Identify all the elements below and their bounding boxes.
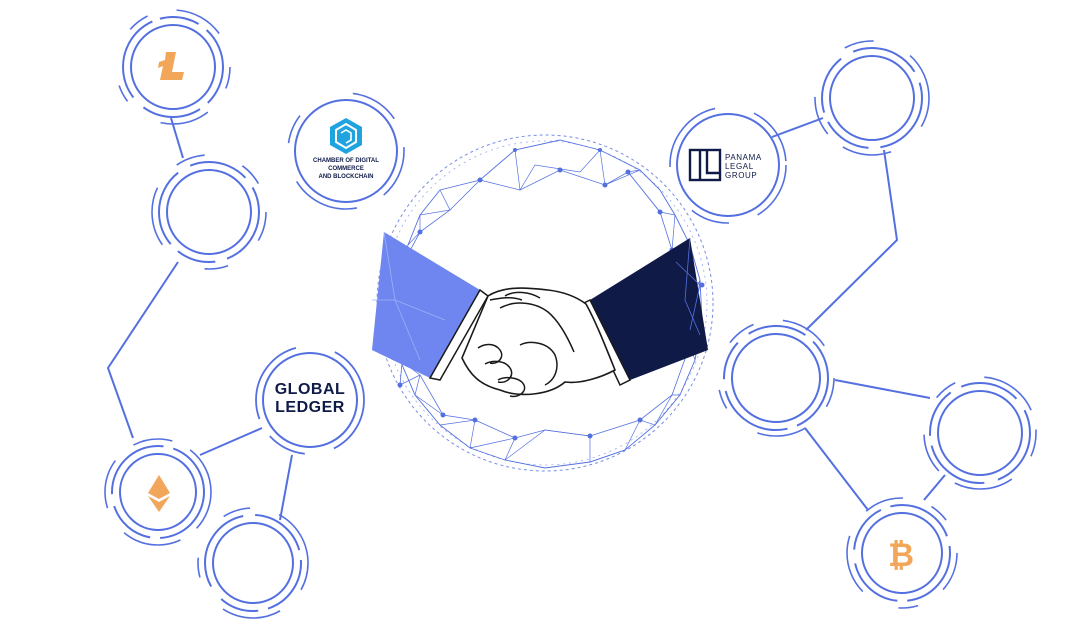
global-ledger-line1: GLOBAL <box>274 381 346 398</box>
connector-line <box>771 117 824 138</box>
ring-node-panama <box>669 106 787 224</box>
ring-node-empty <box>151 154 267 270</box>
litecoin-icon <box>158 52 184 80</box>
chamber-logo-icon <box>330 118 362 154</box>
panama-logo-icon <box>688 148 722 182</box>
panama-logo-text: PANAMA LEGAL GROUP <box>725 153 775 180</box>
connector-line <box>805 149 899 331</box>
ring-node-bitcoin <box>846 497 958 609</box>
ring-node-litecoin <box>115 9 231 125</box>
chamber-line2: AND BLOCKCHAIN <box>318 174 374 180</box>
connector-line <box>279 454 293 521</box>
bitcoin-icon: ₿ <box>888 537 914 573</box>
connector-lines <box>106 117 946 521</box>
ring-node-ethereum <box>104 438 212 546</box>
clasped-hands <box>461 287 617 396</box>
connector-line <box>106 261 179 439</box>
global-ledger-logo: GLOBAL LEDGER <box>262 381 358 417</box>
ring-nodes <box>104 9 1037 619</box>
ring-node-chamber <box>287 92 405 210</box>
connector-line <box>804 427 869 511</box>
ring-node-global-ledger <box>255 345 365 455</box>
ethereum-icon <box>148 475 170 512</box>
left-sleeve <box>372 232 480 378</box>
handshake-illustration <box>372 231 708 398</box>
panama-line3: GROUP <box>725 171 758 180</box>
right-sleeve <box>590 238 708 380</box>
panama-line1: PANAMA <box>725 153 762 162</box>
chamber-line1: CHAMBER OF DIGITAL COMMERCE <box>313 158 379 172</box>
global-ledger-line2: LEDGER <box>275 399 345 416</box>
svg-text:₿: ₿ <box>888 537 914 573</box>
ring-node-empty <box>197 507 309 619</box>
chamber-logo-text: CHAMBER OF DIGITAL COMMERCE AND BLOCKCHA… <box>296 157 396 181</box>
connector-line <box>199 427 263 456</box>
ring-node-empty <box>717 319 835 437</box>
ring-node-empty <box>814 40 930 156</box>
connector-line <box>834 379 931 399</box>
panama-line2: LEGAL <box>725 162 754 171</box>
connector-line <box>923 474 946 501</box>
ring-node-empty <box>923 376 1037 490</box>
